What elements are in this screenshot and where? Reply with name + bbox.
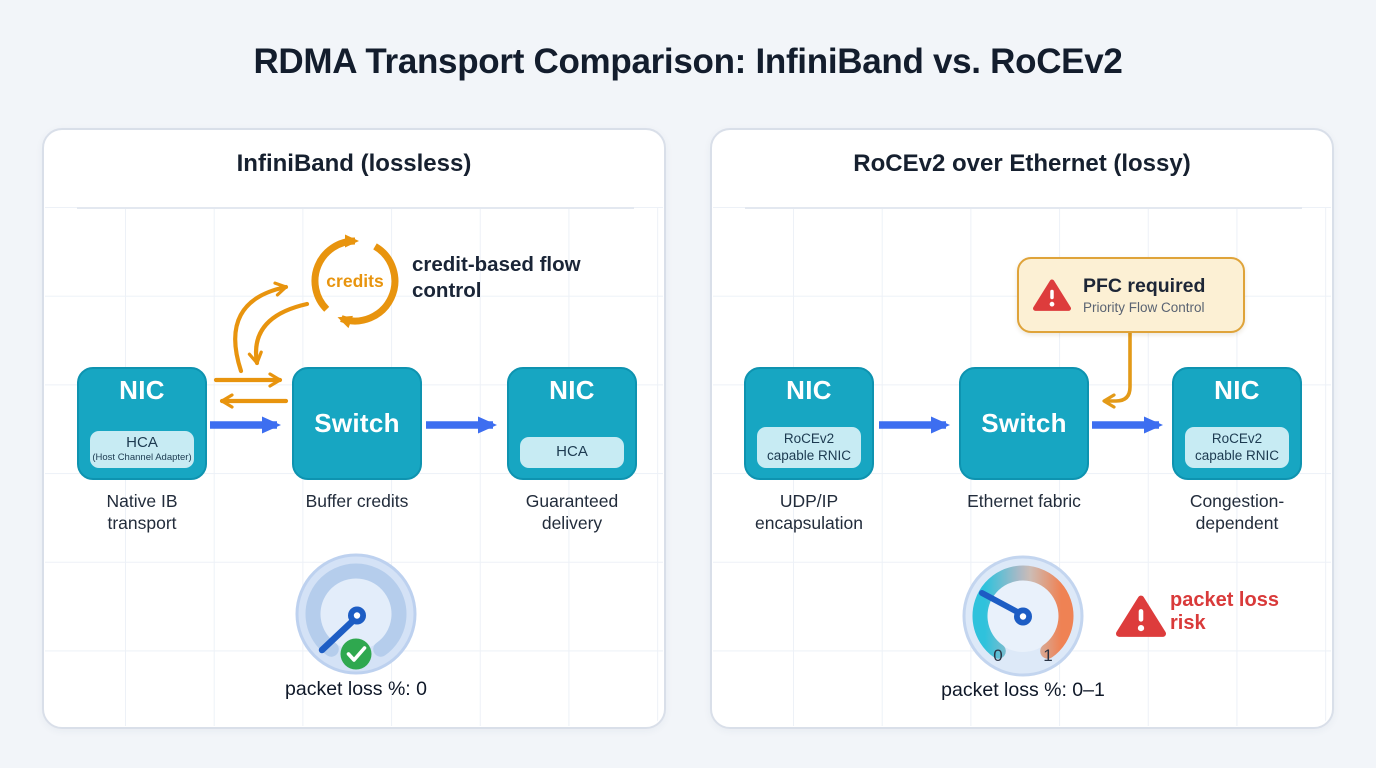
pfc-callout-subtitle: Priority Flow Control — [1083, 299, 1205, 315]
node-title: NIC — [119, 375, 165, 405]
rnic-subbox: RoCEv2 capable RNIC — [1185, 427, 1289, 468]
flow-control-note: credit-based flow control — [412, 253, 581, 302]
nic-box-right: NIC RoCEv2 capable RNIC — [1172, 367, 1302, 480]
gauge-min-label: 0 — [993, 646, 1002, 665]
pfc-callout-title: PFC required — [1083, 275, 1206, 298]
nic-box-left: NIC RoCEv2 capable RNIC — [744, 367, 874, 480]
nic-box-left: NIC HCA (Host Channel Adapter) — [77, 367, 207, 480]
panel-infiniband-title: InfiniBand (lossless) — [236, 150, 472, 177]
hca-label: HCA — [126, 434, 158, 452]
hca-subbox: HCA (Host Channel Adapter) — [90, 431, 194, 468]
rocev2-arrows-layer — [879, 333, 1163, 434]
hca-subbox: HCA — [520, 437, 624, 468]
node-title: NIC — [786, 375, 832, 405]
node-title: NIC — [1214, 375, 1260, 405]
credits-cycle-icon: credits — [311, 234, 399, 329]
warning-triangle-icon — [1033, 279, 1071, 311]
node-caption: Congestion-dependent — [1189, 491, 1285, 534]
rnic-subbox: RoCEv2 capable RNIC — [757, 427, 861, 468]
switch-box: Switch — [959, 367, 1089, 480]
rnic-label: RoCEv2 capable RNIC — [766, 431, 852, 463]
panel-divider — [745, 207, 1302, 209]
gauge-needle — [318, 613, 361, 654]
pfc-callout: PFC required Priority Flow Control — [1017, 257, 1245, 333]
node-title: Switch — [981, 408, 1067, 438]
node-caption: Ethernet fabric — [967, 491, 1081, 511]
panel-infiniband: InfiniBand (lossless) credits — [42, 128, 666, 729]
pfc-connector-arrow — [1102, 333, 1132, 409]
packet-loss-label: packet loss %: 0 — [285, 678, 427, 700]
check-icon — [340, 638, 372, 670]
gauge-max-label: 1 — [1043, 646, 1052, 665]
nic-box-right: NIC HCA — [507, 367, 637, 480]
rnic-label: RoCEv2 capable RNIC — [1194, 431, 1280, 463]
credit-exchange-arrow-down — [247, 301, 310, 366]
node-title: Switch — [314, 408, 400, 438]
switch-box: Switch — [292, 367, 422, 480]
panel-divider — [77, 207, 634, 209]
credits-badge-label: credits — [326, 271, 384, 291]
node-caption: UDP/IP encapsulation — [755, 491, 863, 534]
credit-exchange-arrow-up — [233, 281, 289, 374]
hca-label: HCA — [556, 443, 588, 461]
page-title: RDMA Transport Comparison: InfiniBand vs… — [253, 42, 1123, 81]
node-caption: Native IB transport — [106, 491, 178, 534]
packet-loss-label: packet loss %: 0–1 — [941, 679, 1105, 701]
panel-rocev2: RoCEv2 over Ethernet (lossy) — [710, 128, 1334, 729]
warning-triangle-icon — [1116, 595, 1166, 637]
node-caption: Buffer credits — [305, 491, 409, 511]
node-title: NIC — [549, 375, 595, 405]
node-caption: Guaranteed delivery — [525, 491, 619, 534]
panel-rocev2-title: RoCEv2 over Ethernet (lossy) — [853, 150, 1191, 177]
packet-loss-gauge-range: 0 1 — [962, 555, 1084, 677]
packet-loss-gauge-zero — [295, 553, 417, 675]
infiniband-arrows-layer: credits — [210, 234, 497, 434]
hca-note: (Host Channel Adapter) — [92, 452, 192, 464]
packet-loss-risk-note: packet loss risk — [1170, 589, 1279, 634]
